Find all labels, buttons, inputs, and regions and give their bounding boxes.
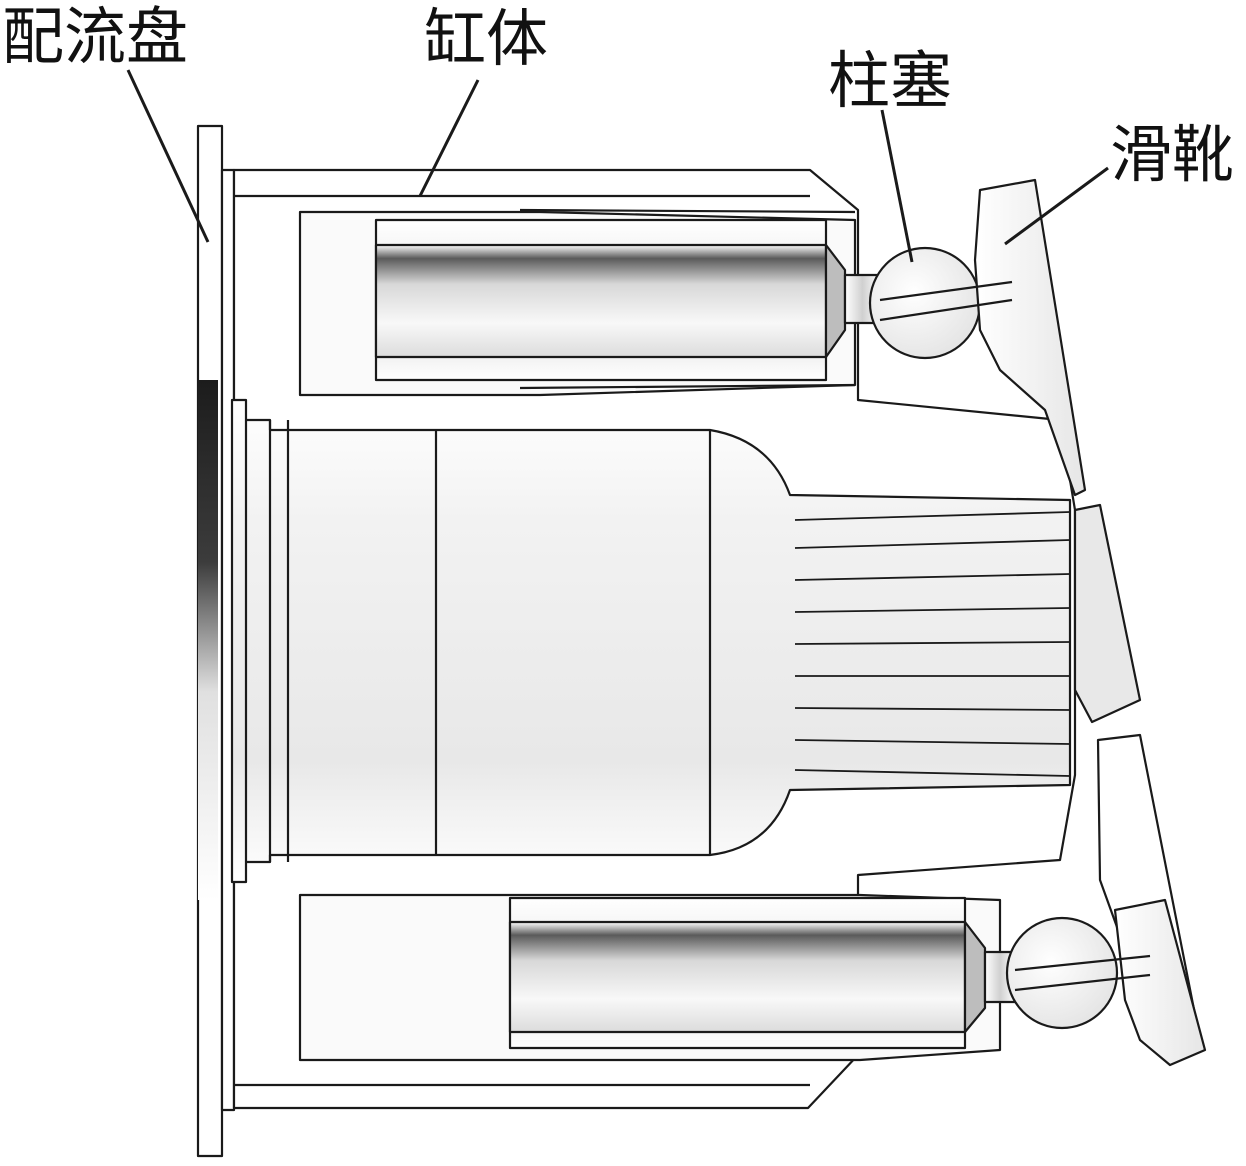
slipper-label: 滑靴	[1110, 118, 1235, 191]
upper-slipper	[868, 178, 1087, 497]
leader-lines	[126, 69, 1109, 263]
lower-plunger	[508, 896, 1017, 1050]
drive-shaft	[230, 398, 1072, 884]
port-plate	[196, 124, 236, 1158]
port-plate-label: 配流盘	[2, 0, 189, 73]
plunger-label: 柱塞	[828, 44, 953, 117]
shaft-splines	[794, 511, 1071, 777]
cylinder-block-label: 缸体	[424, 2, 549, 75]
lower-slipper	[1005, 898, 1207, 1067]
upper-plunger	[374, 218, 882, 382]
